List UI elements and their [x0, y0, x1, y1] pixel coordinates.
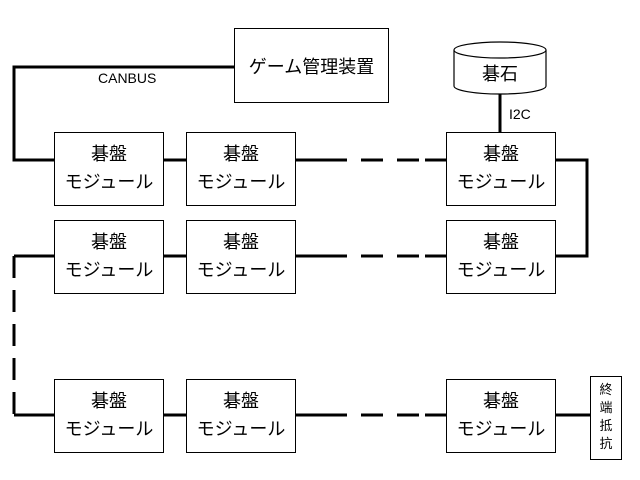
module-line1: 碁盤: [223, 144, 259, 165]
module-line2: モジュール: [196, 172, 286, 193]
module-line2: モジュール: [64, 419, 154, 440]
board-module: 碁盤 モジュール: [54, 132, 164, 206]
module-line2: モジュール: [64, 172, 154, 193]
stone-cylinder: [453, 41, 547, 95]
terminator-char: 端: [599, 401, 613, 416]
module-line2: モジュール: [456, 419, 546, 440]
module-line2: モジュール: [456, 172, 546, 193]
board-module: 碁盤 モジュール: [186, 132, 296, 206]
module-line1: 碁盤: [223, 391, 259, 412]
terminator-char: 抵: [599, 419, 613, 434]
board-module: 碁盤 モジュール: [54, 220, 164, 294]
module-line2: モジュール: [196, 260, 286, 281]
terminator-char: 抗: [599, 437, 613, 452]
module-line1: 碁盤: [91, 144, 127, 165]
right-turn-line: [556, 158, 589, 258]
module-line1: 碁盤: [91, 232, 127, 253]
module-line1: 碁盤: [223, 232, 259, 253]
game-controller-label: ゲーム管理装置: [248, 56, 375, 78]
module-line2: モジュール: [456, 260, 546, 281]
module-line1: 碁盤: [483, 232, 519, 253]
canbus-label: CANBUS: [98, 70, 157, 86]
module-line1: 碁盤: [483, 144, 519, 165]
module-line1: 碁盤: [91, 391, 127, 412]
board-module: 碁盤 モジュール: [446, 379, 556, 453]
board-module: 碁盤 モジュール: [446, 220, 556, 294]
terminator-char: 終: [599, 383, 613, 398]
module-line2: モジュール: [196, 419, 286, 440]
module-line1: 碁盤: [483, 391, 519, 412]
module-line2: モジュール: [64, 260, 154, 281]
terminator-resistor-box: 終 端 抵 抗: [590, 376, 622, 460]
board-module: 碁盤 モジュール: [186, 220, 296, 294]
board-module: 碁盤 モジュール: [54, 379, 164, 453]
i2c-label: I2C: [509, 106, 531, 122]
game-controller-box: ゲーム管理装置: [234, 28, 389, 103]
stone-label: 碁石: [482, 64, 518, 85]
canbus-line: [12, 65, 234, 162]
board-module: 碁盤 モジュール: [446, 132, 556, 206]
board-module: 碁盤 モジュール: [186, 379, 296, 453]
